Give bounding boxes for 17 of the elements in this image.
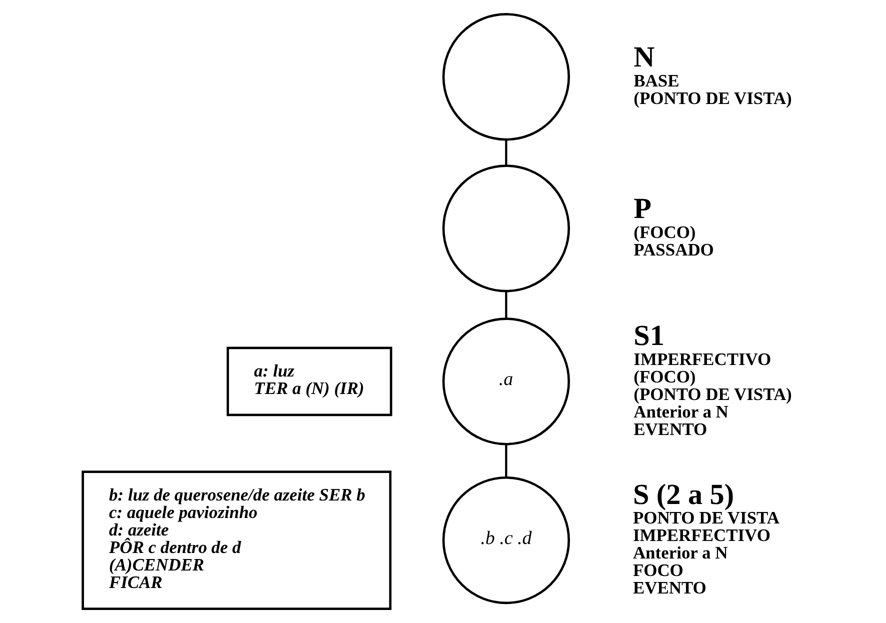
- node-box: a: luz TER a (N) (IR): [226, 346, 392, 416]
- node-label: (PONTO DE VISTA): [633, 88, 792, 108]
- connector: [504, 291, 507, 318]
- node-label: S (2 a 5): [632, 478, 734, 511]
- node-label: Anterior a N: [632, 542, 728, 563]
- node-label: IMPERFECTIVO: [632, 525, 770, 546]
- node-label: FOCO: [632, 560, 683, 580]
- node-circle: .b .c .d: [442, 476, 570, 604]
- node-label: EVENTO: [632, 578, 706, 598]
- node-label: (FOCO): [633, 366, 696, 386]
- connector: [504, 444, 507, 478]
- connector: [504, 140, 507, 166]
- node-label: EVENTO: [633, 418, 707, 439]
- node-box: b: luz de querosene/de azeite SER b c: aquele paviozinho d: azeite PÔR c dentro de d (A)CENDER FICAR: [81, 470, 391, 610]
- node-circle: .a: [442, 318, 570, 446]
- node-circle: [442, 13, 570, 141]
- node-circle: [442, 164, 570, 292]
